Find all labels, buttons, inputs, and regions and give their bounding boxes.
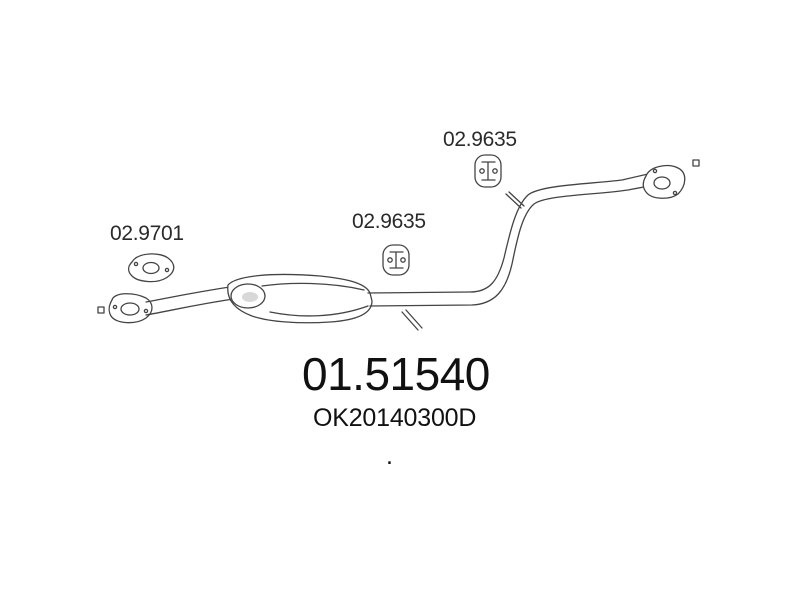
gasket-icon <box>127 253 175 283</box>
right-end-marker <box>692 159 700 167</box>
oem-reference-number: OK20140300D <box>313 404 477 432</box>
rubber-hanger-icon <box>382 244 410 276</box>
left-end-marker <box>97 306 105 314</box>
gasket-part-label: 02.9701 <box>110 222 184 245</box>
dot-mark: . <box>386 442 393 470</box>
right-hanger-part-label: 02.9635 <box>443 128 517 151</box>
main-part-number: 01.51540 <box>302 348 490 400</box>
middle-hanger-part-label: 02.9635 <box>352 210 426 233</box>
exhaust-pipe <box>108 165 686 331</box>
rubber-hanger-icon <box>474 154 502 188</box>
